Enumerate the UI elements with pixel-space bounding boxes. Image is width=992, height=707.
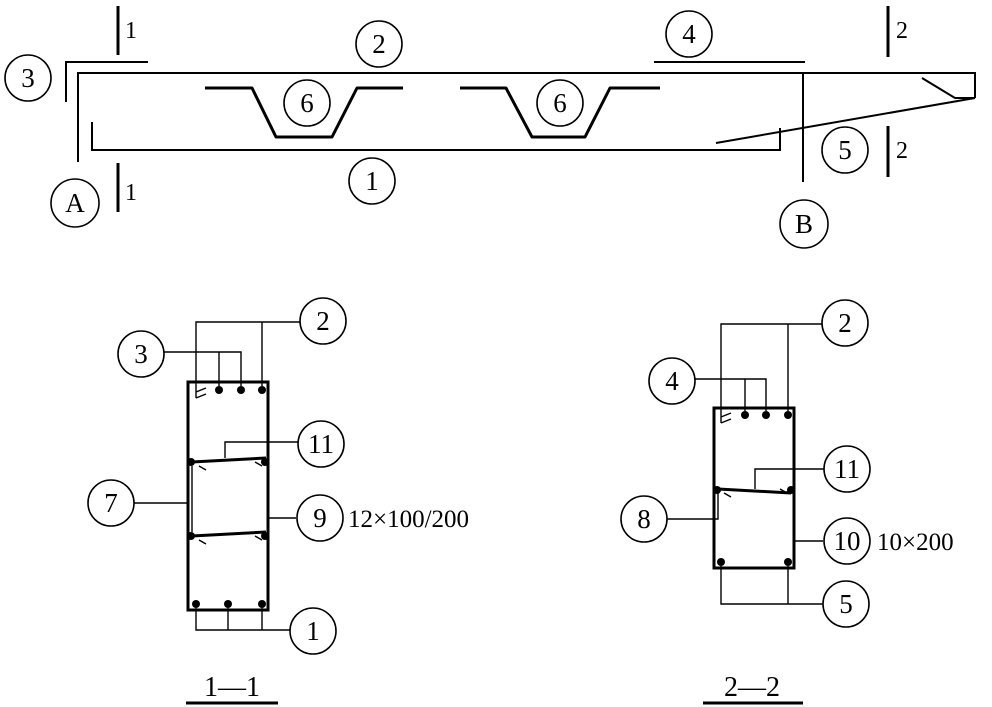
sec1-mark-9-label: 9: [313, 503, 327, 533]
leader-3: [164, 351, 242, 386]
bent-bar-right: [460, 86, 660, 139]
sec1-mark-7-label: 7: [104, 488, 118, 518]
mark-6-left-bubble: [283, 79, 331, 127]
axis-a-bubble: [50, 178, 100, 228]
sec2-mark-2-label: 2: [838, 308, 852, 338]
axis-b-label: B: [795, 209, 813, 239]
top-bar-line: [77, 72, 976, 162]
bar-dot: [784, 558, 792, 566]
tie-2: [717, 487, 792, 495]
sec2-mark-4-bubble: [648, 357, 696, 405]
beam-elevation: 1 1 2 2 3 2 6 6 1 4 5 A B: [4, 6, 976, 249]
tie-hooks-2: [723, 488, 788, 498]
bar-dot: [215, 386, 223, 394]
axis-a-label: A: [65, 188, 85, 218]
mark-5-bubble: [821, 126, 869, 174]
cantilever-bar-line: [715, 97, 976, 144]
mark-3-bubble: [4, 54, 52, 102]
mark-3-label: 3: [21, 63, 35, 93]
section-1-outline: [186, 380, 270, 612]
leader2-2-a: [720, 323, 822, 411]
mark-4-bubble: [665, 10, 713, 58]
section-2-2: 2 4 11 8 10 10×200 5 2—2: [620, 299, 954, 705]
bar-dot: [187, 532, 195, 540]
sec2-mark-11-label: 11: [834, 454, 860, 484]
bent-bar-left: [205, 86, 403, 139]
bar-dot: [187, 458, 195, 466]
bar-dot: [713, 486, 721, 494]
bar-dot: [237, 386, 245, 394]
bar-dot: [192, 600, 200, 608]
tie-1-upper: [191, 456, 267, 464]
section-2-title: 2—2: [724, 672, 780, 703]
cut-2-label-bottom: 2: [896, 138, 908, 164]
bar-dot: [787, 486, 795, 494]
sec1-mark-9-bubble: [296, 494, 344, 542]
sec1-mark-2-bubble: [299, 297, 347, 345]
bar-dot: [717, 558, 725, 566]
mark-6-right-bubble: [536, 79, 584, 127]
sec2-stirrup-spec: 10×200: [877, 529, 954, 556]
leader2-5: [720, 566, 823, 605]
mark-5-label: 5: [838, 135, 852, 165]
cut-1-label-bottom: 1: [125, 180, 137, 206]
cantilever-hook-line: [921, 77, 975, 99]
leader-2-a: [195, 321, 300, 386]
bar-dot: [261, 458, 269, 466]
tie-1-lower: [191, 530, 267, 538]
mark-6-left-label: 6: [300, 88, 314, 118]
hook-bar-line: [65, 61, 148, 102]
sec2-mark-10-bubble: [823, 517, 871, 565]
sec2-mark-11-bubble: [823, 445, 871, 493]
mark-4-label: 4: [682, 19, 696, 49]
bar-dot: [224, 600, 232, 608]
bar-dot: [741, 411, 749, 419]
cut-2-label-top: 2: [896, 18, 908, 44]
leader2-8: [667, 493, 719, 520]
bottom-bar-line: [91, 122, 781, 151]
sec1-mark-1-label: 1: [306, 616, 320, 646]
leader2-11: [754, 468, 824, 489]
sec1-mark-11-label: 11: [308, 429, 334, 459]
sec1-mark-7-bubble: [87, 479, 135, 527]
leader-11: [224, 441, 298, 458]
section-1-1: 2 3 11 7 9 12×100/200 1 1—1: [87, 297, 469, 705]
bar-dot: [258, 600, 266, 608]
corner-hook-1: [195, 386, 207, 399]
corner-hook-2: [720, 411, 732, 424]
leader2-4: [695, 378, 767, 411]
mark-6-right-label: 6: [553, 88, 567, 118]
mark-2-bubble: [355, 20, 403, 68]
sec2-mark-4-label: 4: [665, 366, 679, 396]
sec1-mark-11-bubble: [297, 420, 345, 468]
sec1-stirrup-spec: 12×100/200: [348, 506, 469, 533]
cut-1-label-top: 1: [125, 18, 137, 44]
sec1-mark-2-label: 2: [316, 306, 330, 336]
sec1-mark-3-bubble: [117, 330, 165, 378]
mark-1-label: 1: [365, 166, 379, 196]
mark-2-label: 2: [372, 29, 386, 59]
sec2-mark-10-label: 10: [834, 526, 861, 556]
bar-dot: [762, 411, 770, 419]
sec2-mark-8-label: 8: [637, 504, 651, 534]
sec2-mark-5-label: 5: [839, 589, 853, 619]
sec1-mark-1-bubble: [289, 607, 337, 655]
sec2-mark-2-bubble: [821, 299, 869, 347]
bar-dot: [258, 386, 266, 394]
sec2-mark-5-bubble: [822, 580, 870, 628]
section-1-title: 1—1: [204, 672, 260, 703]
bar-dot: [784, 411, 792, 419]
mark-1-bubble: [348, 157, 396, 205]
axis-b-bubble: [779, 199, 829, 249]
bar-dot: [261, 532, 269, 540]
leader-1: [195, 608, 290, 631]
sec1-mark-3-label: 3: [134, 339, 148, 369]
tie-hooks-1: [198, 461, 263, 545]
sec2-mark-8-bubble: [620, 495, 668, 543]
